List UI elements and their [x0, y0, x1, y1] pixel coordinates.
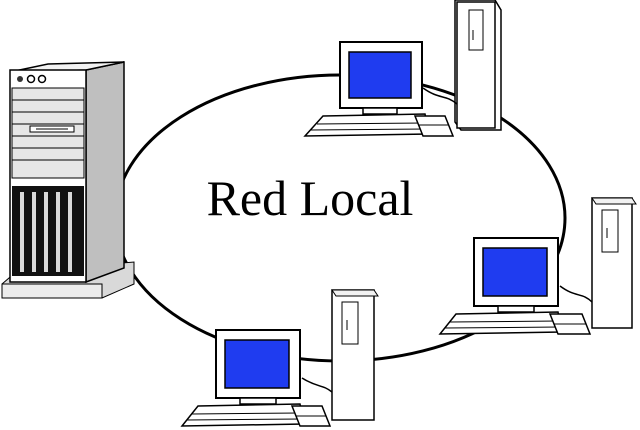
- server-tower-icon: [1, 61, 135, 299]
- diagram-title: Red Local: [206, 170, 414, 226]
- workstation-icon: [180, 289, 379, 427]
- workstation-icon: [438, 197, 637, 335]
- workstation-icon: [303, 0, 502, 137]
